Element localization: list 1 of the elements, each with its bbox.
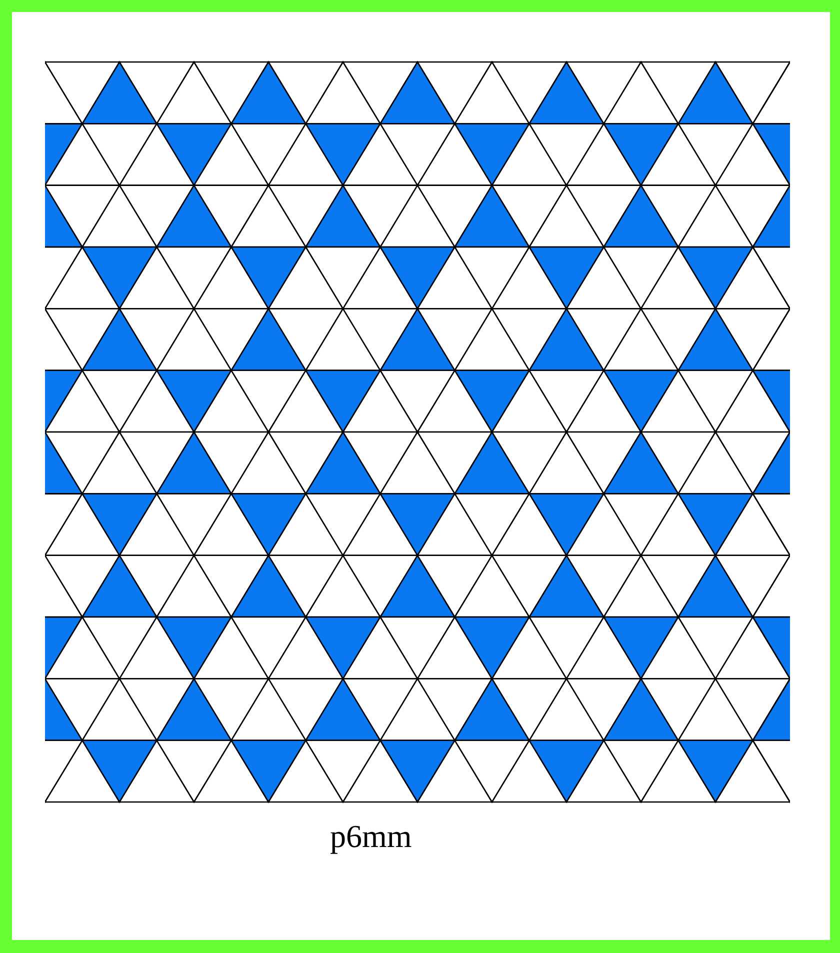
caption: p6mm [330, 818, 412, 855]
